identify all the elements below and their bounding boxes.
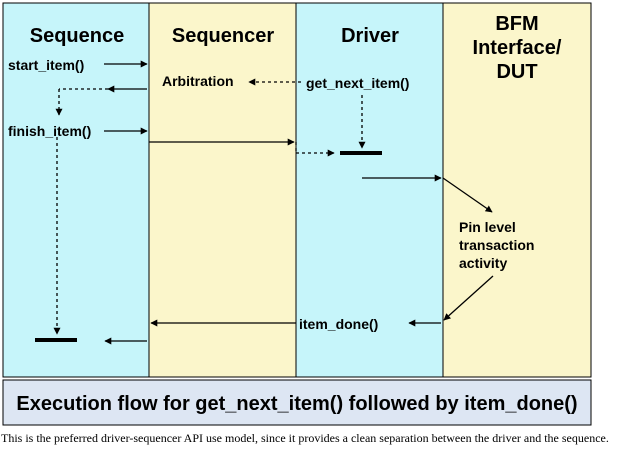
item-done-label: item_done() — [299, 316, 378, 332]
driver-lane-title: Driver — [341, 25, 399, 47]
sequence-diagram: Sequence Sequencer Driver BFM Interface/… — [2, 2, 592, 426]
bfm-diagonal-return-arrow — [443, 275, 494, 321]
bfm-lane — [442, 2, 592, 378]
driver-lane — [295, 2, 444, 378]
bfm-lane-title-line2: Interface/ — [473, 37, 562, 59]
finish-item-label: finish_item() — [8, 123, 91, 139]
sequencer-lane-title: Sequencer — [172, 25, 274, 47]
start-item-label: start_item() — [8, 57, 84, 73]
sequence-lane-title: Sequence — [30, 25, 124, 47]
pin-level-label-line1: Pin level — [459, 219, 516, 235]
pin-level-label-line2: transaction — [459, 237, 534, 253]
get-next-item-label: get_next_item() — [306, 75, 409, 91]
description-text: This is the preferred driver-sequencer A… — [1, 431, 609, 445]
sequencer-lane — [148, 2, 297, 378]
bfm-diagonal-down-arrow — [442, 177, 493, 213]
caption-box — [2, 379, 592, 426]
pin-level-label-line3: activity — [459, 255, 507, 271]
bfm-lane-title-line3: DUT — [496, 61, 537, 83]
caption: Execution flow for get_next_item() follo… — [16, 393, 577, 415]
arbitration-label: Arbitration — [162, 73, 234, 89]
sequence-lane — [2, 2, 150, 378]
bfm-lane-title-line1: BFM — [495, 13, 538, 35]
